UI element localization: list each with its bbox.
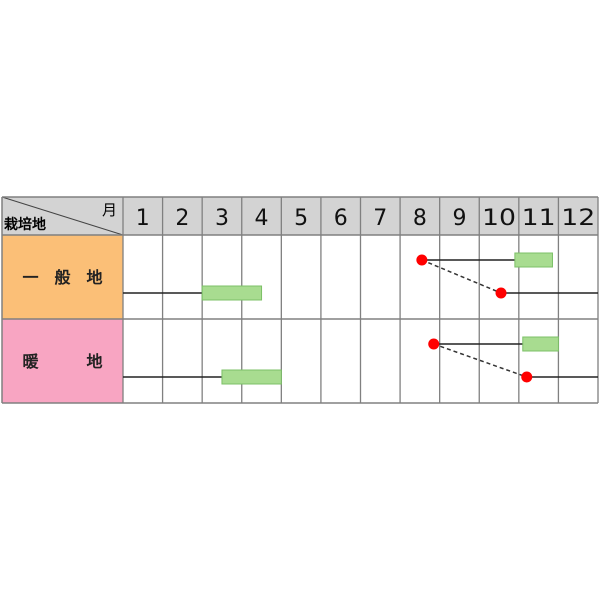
month-header-6: 6 [334,206,348,231]
month-header-11: 11 [522,206,556,231]
corner-diagonal [1,196,124,236]
sowing-dot [416,254,428,266]
month-header-9: 9 [452,206,466,231]
harvest-bar [522,336,559,352]
corner-area-label: 栽培地 [4,216,46,233]
month-header-1: 1 [136,206,150,231]
sowing-dot [521,371,533,383]
month-header-10: 10 [482,206,516,231]
sow-transplant-dashed-line [433,343,528,378]
sowing-dot [495,287,507,299]
harvest-bar [201,285,263,301]
row-label: 暖 地 [22,352,102,371]
month-header-3: 3 [215,206,229,231]
row-label-bg [2,319,123,403]
month-header-12: 12 [561,206,595,231]
harvest-bar [514,252,553,268]
sowing-dot [428,338,440,350]
month-header-2: 2 [175,206,189,231]
row-label-bg [2,235,123,319]
month-header-8: 8 [413,206,427,231]
corner-month-label: 月 [102,201,117,219]
row-label: 一 般 地 [22,268,102,287]
harvest-bar [221,369,282,385]
sow-transplant-dashed-line [421,259,502,294]
month-header-4: 4 [255,206,269,231]
month-header-7: 7 [373,206,387,231]
month-header-5: 5 [294,206,308,231]
